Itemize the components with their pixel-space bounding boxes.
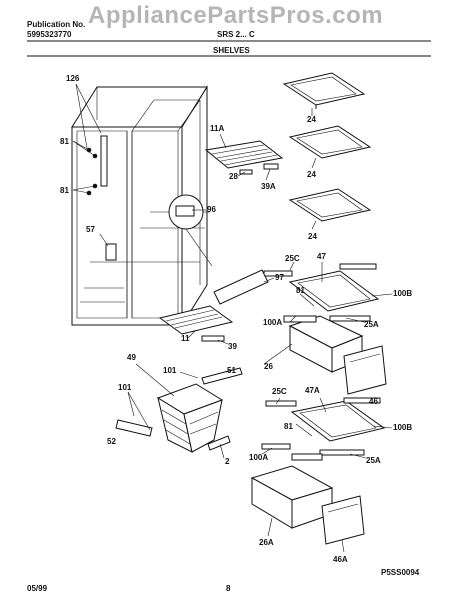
crisper-drawer-26 [283,315,364,373]
glass-shelf-24-middle [288,125,372,159]
refrigerator-cabinet [71,85,210,327]
callout-100a: 100A [249,453,269,462]
callout-26a: 26A [259,538,274,547]
callout-28: 28 [229,172,238,181]
callout-126: 126 [66,74,80,83]
callout-25c: 25C [272,387,287,396]
crisper-cover-47 [263,263,380,322]
wire-shelf-11a [204,140,284,175]
publication-number: 5995323770 [27,30,72,39]
crisper-cover-47a [261,397,386,456]
leader-lines [72,83,393,553]
publication-label: Publication No. [27,20,86,29]
callout-25c: 25C [285,254,300,263]
callout-46: 46 [369,397,378,406]
callout-46a: 46A [333,555,348,564]
basket-rail-52 [115,419,153,437]
crisper-drawer-26a [250,453,334,529]
callout-81: 81 [60,186,69,195]
detail-circle [168,194,213,267]
callout-39: 39 [228,342,237,351]
callout-24: 24 [308,232,317,241]
callout-25a: 25A [364,320,379,329]
section-title: SHELVES [213,46,250,55]
callout-51: 51 [227,366,236,375]
callout-25a: 25A [366,456,381,465]
callout-101: 101 [163,366,177,375]
callout-49: 49 [127,353,136,362]
glass-shelf-24-upper [282,72,366,109]
callout-2: 2 [225,457,230,466]
callout-97: 97 [275,273,284,282]
footer-date: 05/99 [27,584,48,593]
callout-101: 101 [118,383,132,392]
callout-24: 24 [307,115,316,124]
callout-96: 96 [207,205,216,214]
basket-rail-51 [201,367,243,385]
glass-shelf-24-lower [288,188,372,222]
callout-52: 52 [107,437,116,446]
callout-81: 81 [60,137,69,146]
drawer-front-46 [343,345,387,395]
watermark: AppliancePartsPros.com [88,2,384,29]
drawer-front-46a [321,495,365,545]
footer-page-number: 8 [226,584,231,593]
footer-drawing-code: P5SS0094 [381,568,420,577]
shelf-bracket-97 [213,269,269,305]
callout-24: 24 [307,170,316,179]
callout-57: 57 [86,225,95,234]
callout-81: 81 [296,286,305,295]
callout-47: 47 [317,252,326,261]
callout-81: 81 [284,422,293,431]
callout-100b: 100B [393,289,413,298]
callout-47a: 47A [305,386,320,395]
callout-39a: 39A [261,182,276,191]
support-2 [207,435,231,451]
freezer-basket-49 [156,383,224,453]
callout-11a: 11A [210,124,225,133]
wire-shelf-11 [158,305,234,342]
model-number: SRS 2... C [217,30,255,39]
callout-26: 26 [264,362,273,371]
callout-100b: 100B [393,423,413,432]
callout-100a: 100A [263,318,283,327]
callout-11: 11 [181,334,190,343]
